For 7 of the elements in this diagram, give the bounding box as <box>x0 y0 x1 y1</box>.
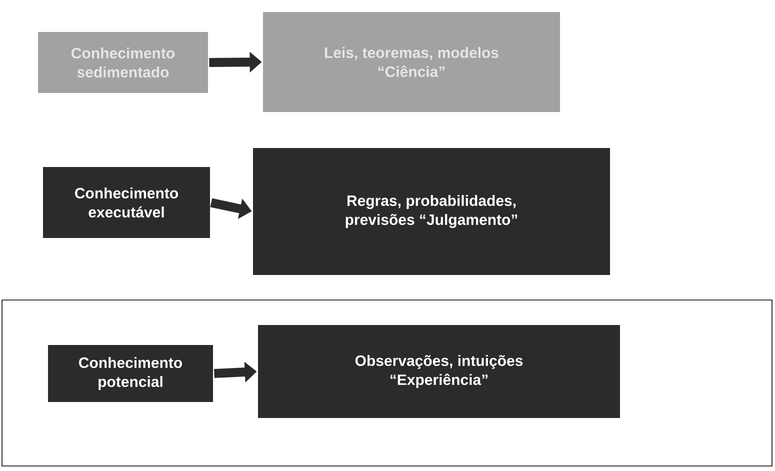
text-box: Conhecimento potencial <box>48 345 213 402</box>
text-box: Leis, teoremas, modelos “Ciência” <box>263 12 560 112</box>
text-box: Conhecimento executável <box>43 167 210 238</box>
text-box: Conhecimento sedimentado <box>38 32 208 93</box>
frame-box <box>2 300 772 466</box>
text-box: Observações, intuições “Experiência” <box>258 325 620 418</box>
text-box: Regras, probabilidades, previsões “Julgamento” <box>253 148 610 275</box>
